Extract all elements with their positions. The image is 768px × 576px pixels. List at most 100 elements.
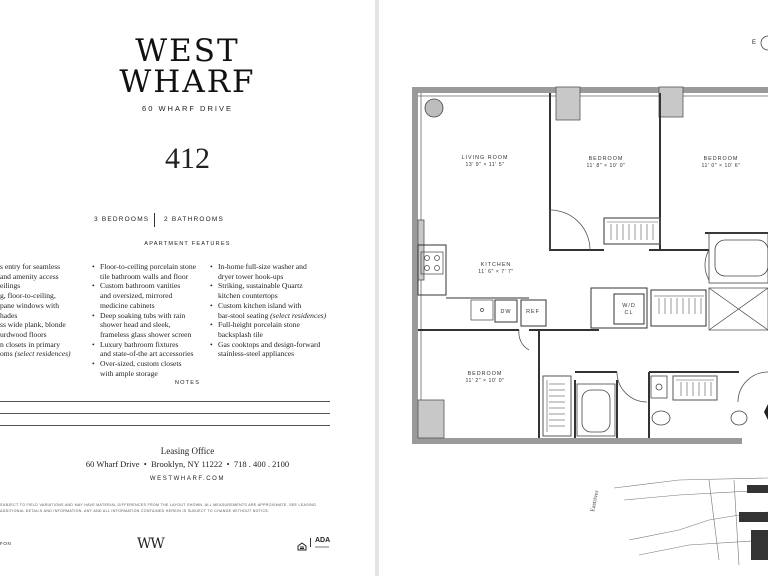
feature-line: urdwood floors	[0, 329, 47, 339]
features-heading: APARTMENT FEATURES	[144, 241, 231, 247]
laundry-closet	[590, 287, 707, 329]
unit-number: 412	[165, 142, 210, 175]
entry-arrow-icon	[764, 404, 768, 420]
feature-line: medicine cabinets	[100, 300, 155, 310]
structural-column	[417, 399, 445, 439]
window-lines	[418, 93, 768, 438]
dishwasher-label: DW	[501, 309, 512, 315]
sink-icon	[470, 299, 494, 321]
feature-line: dryer tower hook-ups	[218, 271, 284, 281]
bedroom-count: 3 BEDROOMS	[94, 216, 150, 223]
closet-bedroom-3	[542, 375, 572, 437]
closet-bedroom-1	[603, 217, 661, 245]
living-room-label: LIVING ROOM	[462, 155, 509, 161]
beds-baths-divider	[154, 213, 155, 227]
bath-vanity	[650, 375, 671, 426]
disclaimer-line-1: SUBJECT TO FIELD VARIATIONS AND MAY HAVE…	[0, 503, 317, 507]
leasing-website[interactable]: WESTWHARF.COM	[149, 476, 226, 482]
feature-line: and oversized, mirrored	[100, 291, 173, 301]
feature-line: stainless-steel appliances	[218, 349, 295, 359]
bathroom-count: 2 BATHROOMS	[164, 216, 225, 223]
brand-line-2: WHARF	[119, 64, 256, 100]
compass-label: E	[752, 40, 757, 46]
living-room-dims: 13' 9" × 11' 5"	[466, 162, 505, 168]
notes-line-2	[0, 413, 330, 414]
bedroom-3-label: BEDROOM	[468, 371, 503, 377]
feature-line: Striking, sustainable Quartz	[210, 281, 340, 291]
feature-line: In-home full-size washer and	[210, 262, 340, 272]
floorplan-drawing: LIVING ROOM 13' 9" × 11' 5" BEDROOM 11' …	[412, 86, 768, 566]
footer-left-text: FON	[0, 541, 12, 546]
disclaimer-line-2: ADDITIONAL DETAILS AND INFORMATION, ANY …	[0, 508, 270, 513]
map-street-label: Eastriver	[590, 490, 600, 512]
brand-line-1: WEST	[135, 33, 240, 69]
feature-line: Luxury bathroom fixtures	[92, 340, 212, 350]
feature-line: n closets in primary	[0, 339, 61, 349]
feature-line: shower head and sleek,	[100, 320, 171, 330]
cooktop-icon	[420, 251, 444, 275]
shower-stall	[708, 287, 768, 331]
structural-column	[658, 86, 684, 118]
toilet-icon	[730, 410, 748, 426]
feature-line: Gas cooktops and design-forward	[210, 340, 340, 350]
feature-line: bar-stool seating (select residences)	[218, 310, 327, 320]
dishwasher-box	[494, 299, 518, 323]
washer-dryer-label: W/D	[622, 303, 635, 309]
exterior-walls	[412, 87, 768, 444]
compass-icon	[760, 35, 768, 51]
feature-line: s entry for seamless	[0, 262, 61, 271]
notes-heading: NOTES	[174, 380, 201, 386]
disclaimer: SUBJECT TO FIELD VARIATIONS AND MAY HAVE…	[0, 503, 340, 514]
leasing-title: Leasing Office	[160, 446, 215, 456]
leasing-city: Brooklyn, NY 11222	[151, 459, 223, 469]
refrigerator-box	[520, 299, 547, 327]
feature-line: tile bathroom walls and floor	[100, 271, 189, 281]
brochure-right-page: E	[379, 0, 768, 576]
feature-line: Deep soaking tubs with rain	[92, 311, 212, 321]
page-gutter	[375, 0, 379, 576]
footer-monogram: WW	[137, 536, 165, 552]
equal-housing-icon	[297, 538, 307, 551]
ada-mark: ADA	[315, 537, 331, 544]
round-column	[424, 98, 444, 118]
feature-line: Custom kitchen island with	[210, 301, 340, 311]
kitchen-dims: 11' 6" × 7' 7"	[478, 269, 514, 275]
feature-line: and state-of-the art accessories	[100, 349, 194, 359]
bedroom-1-label: BEDROOM	[589, 156, 624, 162]
feature-line: backsplash tile	[218, 329, 263, 339]
ada-subtext-line	[315, 546, 329, 548]
bathtub-bedroom-3	[576, 383, 616, 437]
feature-line: ss wide plank, blonde	[0, 320, 66, 330]
feature-line: kitchen countertops	[218, 291, 278, 301]
feature-line: oms (select residences)	[0, 349, 71, 359]
structural-column	[555, 86, 581, 121]
feature-line: g, floor-to-ceiling,	[0, 291, 56, 301]
footer-divider	[310, 538, 311, 547]
leasing-contact-line: 60 Wharf Drive • Brooklyn, NY 11222 • 71…	[0, 459, 375, 469]
feature-line: Over-sized, custom closets	[92, 359, 212, 369]
brand-address: 60 WHARF DRIVE	[142, 104, 233, 113]
bedroom-3-dims: 11' 2" × 10' 0"	[466, 378, 505, 384]
closet-right	[672, 375, 718, 401]
door-swings	[518, 209, 768, 403]
refrigerator-label: REF	[526, 309, 540, 315]
brochure-left-page: WEST WHARF 60 WHARF DRIVE 412 3 BEDROOMS…	[0, 0, 375, 576]
separator-dot: •	[141, 459, 149, 469]
feature-line: Full-height porcelain stone	[210, 320, 340, 330]
feature-line: frameless glass shower screen	[100, 329, 192, 339]
leasing-phone: 718 . 400 . 2100	[233, 459, 290, 469]
feature-line: with ample storage	[100, 368, 158, 378]
feature-line: pane windows with	[0, 300, 60, 310]
separator-dot: •	[224, 459, 232, 469]
kitchen-label: KITCHEN	[481, 262, 512, 268]
notes-line-1	[0, 401, 330, 402]
site-map-building	[739, 485, 768, 560]
feature-line: and amenity access	[0, 271, 59, 281]
feature-line: hades	[0, 310, 18, 320]
bedroom-2-label: BEDROOM	[704, 156, 739, 162]
bedroom-2-dims: 11' 0" × 10' 6"	[702, 163, 741, 169]
bedroom-1-dims: 11' 8" × 10' 0"	[587, 163, 626, 169]
